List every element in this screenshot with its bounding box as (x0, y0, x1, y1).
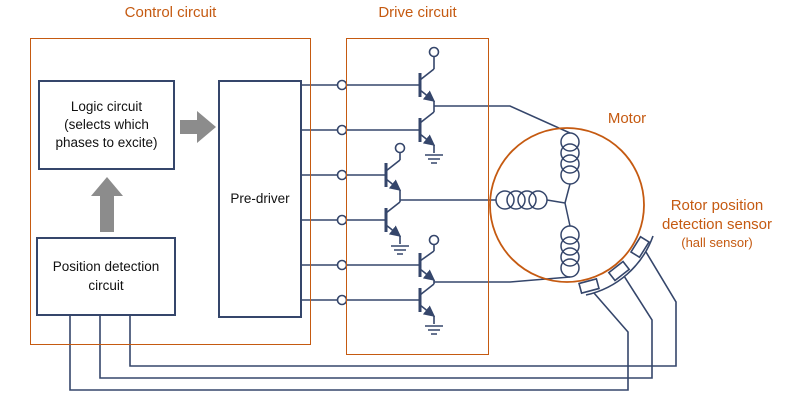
arrow-up-icon (91, 177, 123, 232)
logic-circuit-block: Logic circuit (selects which phases to e… (38, 80, 175, 170)
phase-wire (434, 276, 571, 283)
hall-sensor-icon (607, 260, 631, 282)
pre-driver-output-wires (302, 84, 337, 301)
pre-driver-block: Pre-driver (218, 80, 302, 318)
ground-icon (425, 316, 443, 335)
drive-circuit-box (346, 38, 489, 355)
coil-icon (560, 132, 580, 204)
sensor-wire (129, 251, 677, 367)
control-circuit-box (30, 38, 311, 345)
sensor-arc (585, 235, 654, 296)
coil-icon (495, 190, 566, 210)
arrow-right-icon (180, 111, 216, 143)
npn-transistor-icon (384, 201, 402, 237)
ground-icon (391, 236, 409, 255)
npn-transistor-icon (418, 283, 436, 317)
sensor-wire (99, 275, 653, 379)
npn-transistor-icon (418, 111, 436, 146)
motor-label: Motor (607, 110, 647, 127)
phase-wire (434, 105, 571, 134)
rotor-sensor-label: Rotor position detection sensor (hall se… (648, 197, 786, 251)
drive-circuit-label: Drive circuit (378, 4, 457, 21)
sensor-wire (69, 292, 629, 391)
motor-outline (489, 127, 645, 283)
position-detection-block: Position detection circuit (36, 237, 176, 316)
npn-transistor-icon (418, 250, 436, 281)
coil-icon (560, 202, 580, 278)
rotor-sensor-label-line3: (hall sensor) (681, 234, 753, 250)
rotor-sensor-label-line2: detection sensor (661, 215, 773, 233)
rotor-sensor-label-line1: Rotor position (670, 197, 764, 214)
supply-stems (399, 56, 435, 251)
control-circuit-label: Control circuit (124, 4, 217, 21)
hall-sensor-icon (578, 277, 600, 295)
npn-transistor-icon (418, 68, 436, 102)
base-wires (346, 84, 420, 301)
npn-transistor-icon (384, 159, 402, 191)
hall-sensor-icon (629, 235, 651, 259)
ground-icon (425, 145, 443, 164)
